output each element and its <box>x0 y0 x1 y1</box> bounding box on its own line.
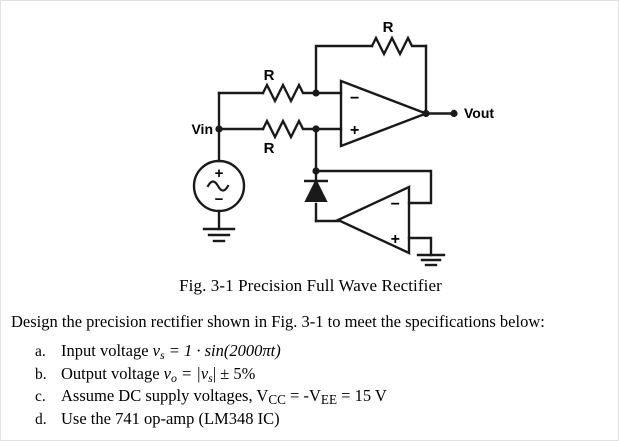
list-marker-a: a. <box>35 343 46 360</box>
list-marker-c: c. <box>35 388 46 405</box>
opamp1-minus-sign: − <box>350 90 359 107</box>
spec-text-d: Use the 741 op-amp (LM348 IC) <box>61 408 280 428</box>
spec-c-mid: = -V <box>285 386 321 405</box>
wire-opamp2-plus-to-gnd <box>407 236 433 257</box>
node-diode-feedback <box>312 167 320 175</box>
list-item: c. Assume DC supply voltages, VCC = -VEE… <box>35 386 605 409</box>
spec-c-sub1: CC <box>268 391 286 407</box>
opamp1-triangle <box>339 79 430 148</box>
opamp2-triangle <box>335 185 411 255</box>
spec-c-sub2: EE <box>320 391 338 407</box>
resistor-top <box>370 35 428 57</box>
opamp1-plus-sign: + <box>350 122 359 139</box>
node-vin <box>215 125 223 133</box>
spec-a-varsub: s <box>159 347 165 362</box>
figure-caption: Fig. 3-1 Precision Full Wave Rectifier <box>179 276 442 295</box>
node-opamp1-output <box>422 109 430 118</box>
node-vout-terminal <box>450 109 458 118</box>
list-marker-d: d. <box>35 410 47 428</box>
source-plus-sign: + <box>215 165 224 182</box>
node-noninverting-input <box>312 125 320 133</box>
spec-text-c: Assume DC supply voltages, VCC = -VEE = … <box>61 386 605 408</box>
list-marker-b: b. <box>35 365 47 383</box>
diode-anode-triangle <box>304 178 328 202</box>
circuit-schematic: R R R Vin Vout − + − + + − <box>191 19 494 267</box>
circuit-figure: R R R Vin Vout − + − + + − <box>1 1 618 273</box>
label-resistor-top: R <box>383 19 394 36</box>
spec-a-prefix: Input voltage <box>61 341 153 360</box>
ground-source <box>202 227 236 243</box>
spec-c-prefix: Assume DC supply voltages, V <box>61 386 269 405</box>
spec-c-tail: = 15 V <box>337 386 387 405</box>
node-inverting-input <box>312 89 320 97</box>
schematic-text: R R R Vin Vout − + − + + − <box>191 19 494 248</box>
label-resistor-upper: R <box>264 67 275 84</box>
list-item: d. Use the 741 op-amp (LM348 IC) <box>35 409 605 432</box>
resistor-lower <box>261 118 343 140</box>
wire-opamp2-feedback <box>314 169 433 205</box>
wire-feedback-left <box>314 44 374 95</box>
specification-list: a. Input voltage vs = 1 · sin(2000πt) b.… <box>35 341 605 431</box>
spec-b-varsub: o <box>170 370 177 385</box>
diode <box>304 178 328 202</box>
spec-b-rest2: | ± 5% <box>212 363 256 383</box>
sine-glyph <box>206 180 230 192</box>
spec-b-prefix: Output voltage <box>61 363 164 383</box>
spec-b-rest: = |v <box>176 363 209 383</box>
intro-text: Design the precision rectifier shown in … <box>11 312 545 331</box>
spec-a-rest: = 1 · sin(2000πt) <box>164 341 281 360</box>
ground-opamp2 <box>416 253 446 267</box>
source-minus-sign: − <box>215 191 224 208</box>
spec-text-a: Input voltage vs = 1 · sin(2000πt) <box>61 341 605 363</box>
spec-text-b: Output voltage vo = |vs| ± 5% <box>61 364 605 386</box>
spec-b-var: v <box>163 363 171 383</box>
label-vout: Vout <box>464 105 494 121</box>
resistor-upper <box>261 82 343 104</box>
junction-dots <box>215 89 458 175</box>
spec-a-var: v <box>152 341 160 360</box>
opamp2-plus-sign: + <box>391 231 400 248</box>
list-item: a. Input voltage vs = 1 · sin(2000πt) <box>35 341 605 364</box>
label-resistor-lower: R <box>264 140 275 157</box>
opamp2-minus-sign: − <box>391 196 400 213</box>
list-item: b. Output voltage vo = |vs| ± 5% <box>35 364 605 387</box>
label-vin: Vin <box>191 121 213 137</box>
spec-b-restsub: s <box>208 370 213 385</box>
